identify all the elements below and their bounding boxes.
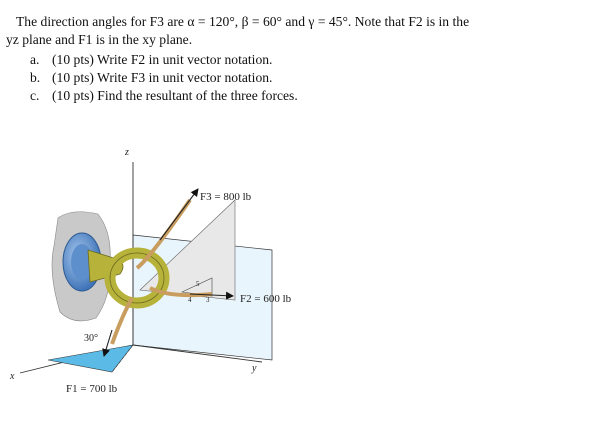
f3-label: F3 = 800 lb [200, 191, 252, 203]
slope-label-5: 5 [196, 280, 200, 288]
slope-label-4: 4 [188, 296, 192, 304]
slope-label-3: 3 [206, 296, 210, 304]
y-axis-label: y [251, 363, 257, 374]
x-axis-label: x [9, 371, 15, 382]
z-axis-label: z [124, 147, 129, 158]
f1-arrow [102, 329, 113, 357]
angle-label: 30° [84, 333, 98, 344]
rope-f3 [135, 198, 192, 270]
rope-f1 [110, 297, 134, 345]
problem-line-2: yz plane and F1 is in the xy plane. [6, 32, 193, 47]
problem-line-1: The direction angles for F3 are α = 120°… [16, 14, 470, 29]
question-c-marker: c. [30, 88, 40, 103]
question-b-marker: b. [30, 70, 41, 85]
question-b: b. (10 pts) Write F3 in unit vector notat… [30, 70, 272, 86]
f2-label: F2 = 600 lb [240, 293, 292, 305]
f2-arrow [189, 291, 234, 300]
question-a-marker: a. [30, 52, 40, 67]
f1-label: F1 = 700 lb [66, 383, 118, 395]
angle-sector [47, 344, 134, 373]
question-c-text: (10 pts) Find the resultant of the three… [52, 88, 298, 103]
question-a-text: (10 pts) Write F2 in unit vector notatio… [52, 52, 273, 67]
question-c: c. (10 pts) Find the resultant of the thr… [30, 88, 298, 104]
f3-arrow [159, 188, 199, 241]
question-b-text: (10 pts) Write F3 in unit vector notatio… [52, 70, 273, 85]
y-axis [132, 344, 263, 363]
question-a: a. (10 pts) Write F2 in unit vector notat… [30, 52, 272, 68]
